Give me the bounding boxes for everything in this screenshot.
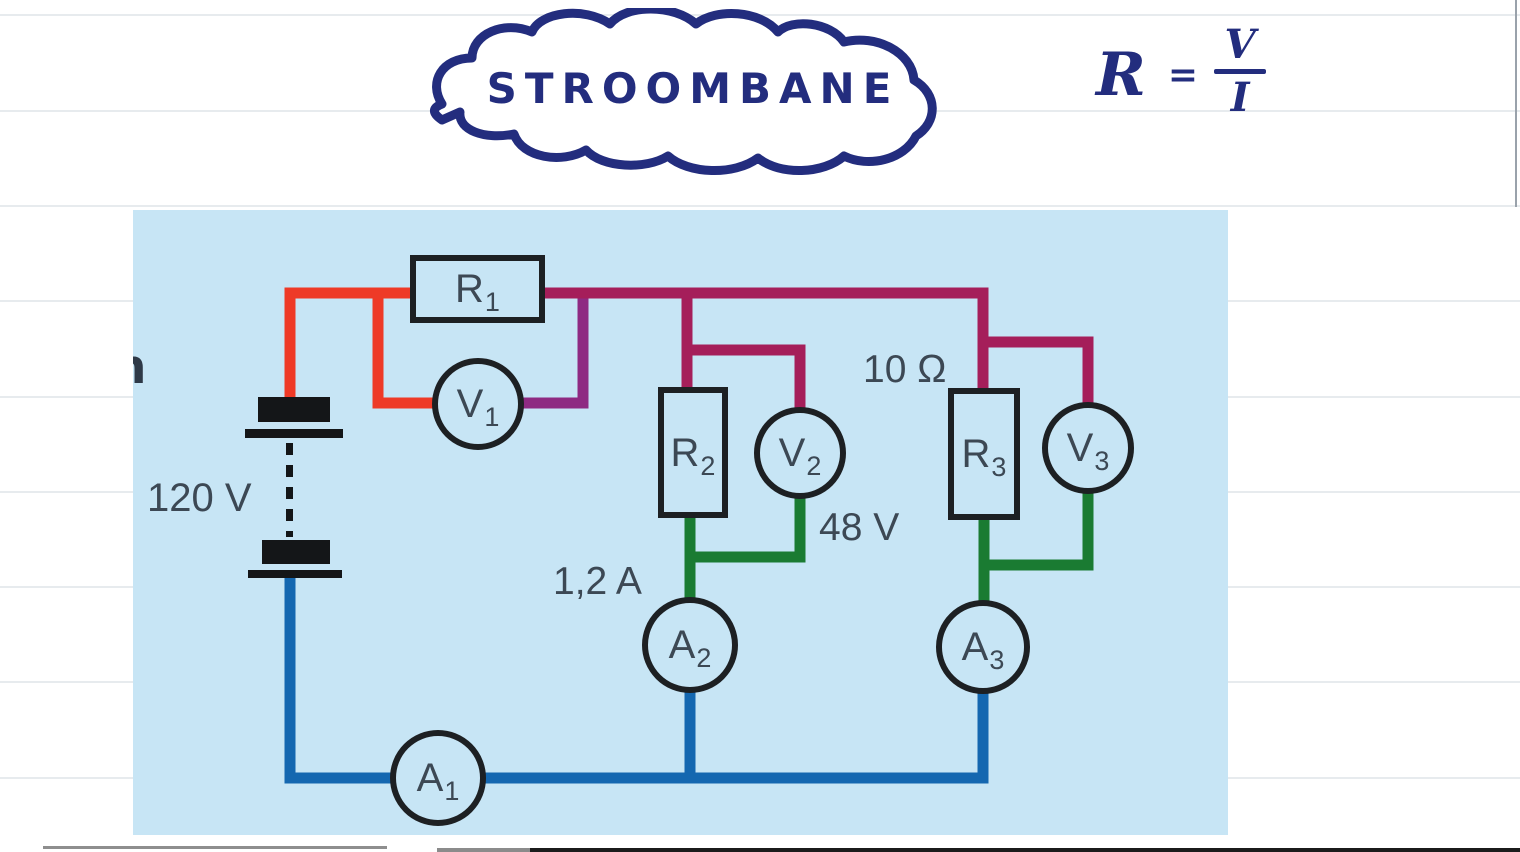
violet-wire-path <box>520 293 589 409</box>
ammeter-a2-label: A <box>668 623 696 667</box>
voltage-label-v2: 48 V <box>819 506 900 549</box>
ammeter-a3-sub: 3 <box>989 645 1005 675</box>
resistor-r3-label: R <box>961 432 991 476</box>
circuit-wires-layer <box>284 287 1094 784</box>
battery-plate-thin-top <box>245 429 343 438</box>
ruled-line <box>0 205 1520 207</box>
voltmeter-v2-label: V <box>778 431 806 475</box>
resistor-r2-sub: 2 <box>700 450 716 481</box>
voltmeter-v3-sub: 3 <box>1094 446 1110 476</box>
resistor-r1-label: R <box>455 267 484 311</box>
ammeter-a1-sub: 1 <box>444 776 460 806</box>
resistor-r1-sub: 1 <box>484 287 500 317</box>
voltmeter-v1-sub: 1 <box>484 402 500 432</box>
formula-lhs: R <box>1096 39 1146 110</box>
ammeter-a2-sub: 2 <box>696 643 712 673</box>
clipped-letter-glyph: n <box>133 346 146 394</box>
green-wire-path <box>684 491 1094 603</box>
bottom-video-bar <box>530 848 1520 852</box>
purple-wire-path <box>542 287 1094 410</box>
page-edge-line <box>1515 0 1517 207</box>
formula-denominator: I <box>1230 74 1250 121</box>
current-label-a2: 1,2 A <box>553 560 642 603</box>
ohms-law-formula: R = V I <box>1096 24 1267 119</box>
resistance-label-r3: 10 Ω <box>863 348 947 391</box>
formula-fraction: V I <box>1214 21 1267 121</box>
battery-dashed-link <box>286 443 293 537</box>
formula-numerator: V <box>1224 21 1256 68</box>
title-cloud: STROOMBANE <box>420 8 965 176</box>
fraction-bar-icon <box>1214 69 1267 74</box>
battery-plate-thick-bottom <box>262 540 330 564</box>
battery-plate-thick-top <box>258 397 330 422</box>
blue-wire-path <box>284 576 989 784</box>
voltmeter-v3-label: V <box>1066 426 1094 470</box>
resistor-r2-label: R <box>670 430 700 475</box>
cloud-title-label: STROOMBANE <box>486 64 900 113</box>
cloud-outline-icon <box>430 8 937 176</box>
bottom-gray-line <box>43 846 387 849</box>
voltmeter-v2-sub: 2 <box>806 451 822 481</box>
bottom-bar-segment <box>437 848 530 852</box>
clipped-letter-artifact: n <box>133 346 147 394</box>
battery-plate-thin-bottom <box>248 570 342 578</box>
ammeter-a3-label: A <box>961 625 989 669</box>
voltmeter-v1-label: V <box>456 382 484 426</box>
ammeter-a1-label: A <box>416 756 444 800</box>
battery-voltage-label: 120 V <box>147 476 252 520</box>
red-wire-path <box>284 287 436 409</box>
resistor-r3-sub: 3 <box>991 452 1007 482</box>
formula-equals: = <box>1167 53 1199 96</box>
